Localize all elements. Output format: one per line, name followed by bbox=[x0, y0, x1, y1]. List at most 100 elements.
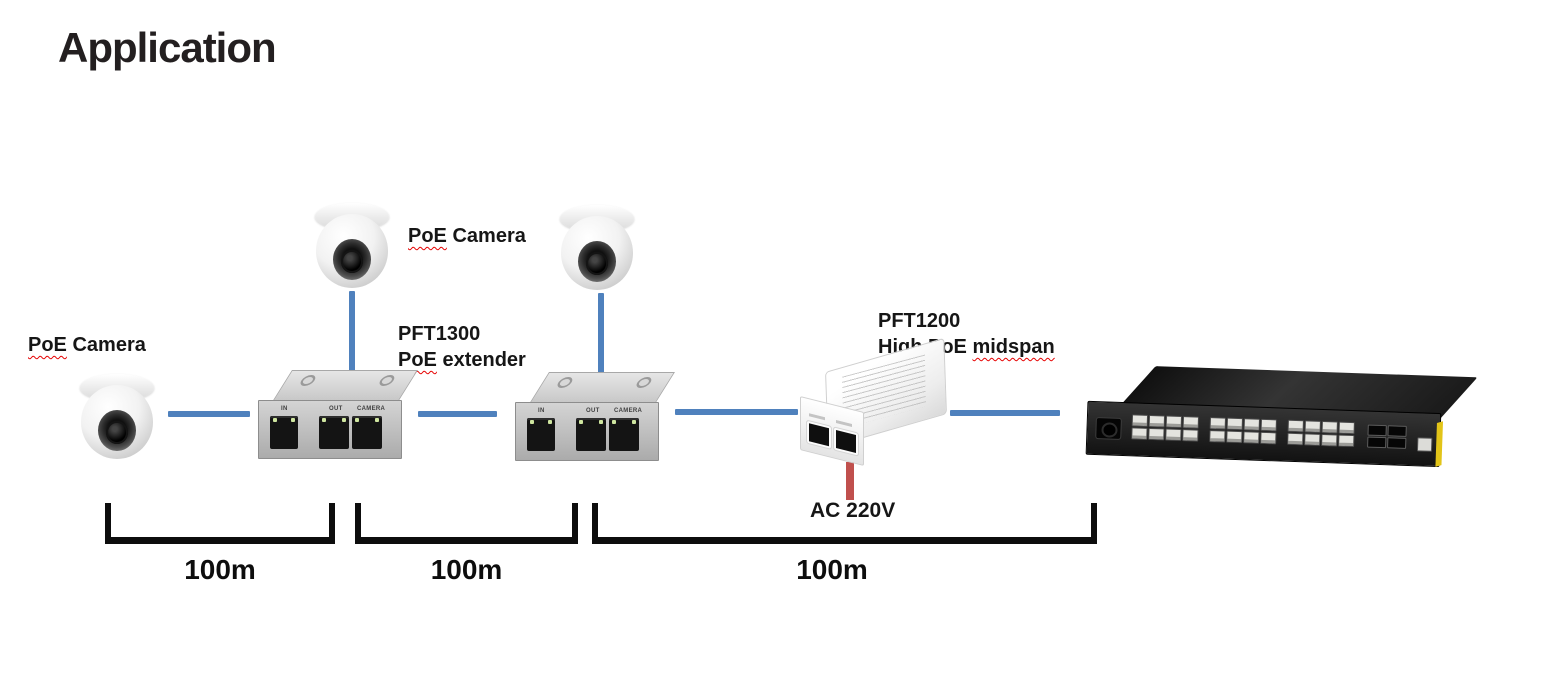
ethernet-port bbox=[1165, 428, 1182, 442]
ethernet-port bbox=[1338, 434, 1355, 448]
switch-port-group-2 bbox=[1209, 417, 1277, 445]
cable-camera1-to-extender1 bbox=[168, 411, 250, 417]
label-poe-camera-top-word2: Camera bbox=[452, 225, 526, 247]
label-poe-camera-top: PoE Camera bbox=[408, 223, 526, 249]
distance-bracket-2 bbox=[355, 503, 578, 544]
sfp-port bbox=[1367, 436, 1387, 449]
ethernet-port bbox=[1287, 432, 1304, 446]
label-poe-camera-left-word1: PoE bbox=[28, 334, 67, 356]
cable-extender2-to-midspan bbox=[675, 409, 798, 415]
rj45-port-camera bbox=[609, 418, 639, 451]
distance-label-3: 100m bbox=[796, 554, 868, 585]
port-led-icon bbox=[375, 418, 379, 422]
switch-console-port bbox=[1416, 437, 1433, 452]
port-led-icon bbox=[273, 418, 277, 422]
midspan-port-label-mark bbox=[836, 419, 852, 427]
extender-front-face: IN OUT CAMERA bbox=[515, 402, 659, 461]
network-switch bbox=[1085, 364, 1478, 473]
cable-midspan-to-switch bbox=[950, 410, 1060, 416]
ethernet-port bbox=[1148, 427, 1165, 441]
label-pft1300-desc: PoE extender bbox=[398, 347, 526, 373]
distance-label-1: 100m bbox=[184, 554, 256, 585]
port-led-icon bbox=[355, 418, 359, 422]
ethernet-port bbox=[1260, 418, 1277, 432]
port-label-in: IN bbox=[281, 406, 288, 412]
ethernet-port bbox=[1182, 416, 1200, 429]
label-ac-220v: AC 220V bbox=[810, 499, 896, 522]
port-led-icon bbox=[548, 420, 552, 424]
rj45-port-camera bbox=[352, 416, 382, 449]
cable-camera3-drop bbox=[598, 293, 604, 373]
camera-lens-icon bbox=[586, 251, 608, 276]
port-label-camera: CAMERA bbox=[357, 406, 386, 412]
extender-top-face bbox=[272, 370, 418, 402]
ethernet-port bbox=[1165, 415, 1183, 429]
poe-extender-2: IN OUT CAMERA bbox=[515, 372, 675, 461]
ethernet-port bbox=[1131, 427, 1148, 440]
cable-camera2-drop bbox=[349, 291, 355, 371]
label-pft1300-desc-word2: extender bbox=[442, 349, 526, 371]
rj45-port-in bbox=[270, 416, 298, 449]
screw-notch-icon bbox=[297, 375, 318, 386]
switch-front-face bbox=[1085, 400, 1444, 468]
rj45-port-in bbox=[527, 418, 555, 451]
ethernet-port bbox=[1260, 431, 1277, 445]
port-led-icon bbox=[612, 420, 616, 424]
midspan-poe-port bbox=[833, 426, 859, 457]
ethernet-port bbox=[1226, 430, 1243, 444]
screw-notch-icon bbox=[633, 377, 654, 388]
screw-notch-icon bbox=[376, 375, 397, 386]
ethernet-port bbox=[1131, 414, 1149, 427]
rj45-port-out bbox=[319, 416, 349, 449]
pft1200-midspan bbox=[798, 337, 952, 466]
ethernet-port bbox=[1209, 430, 1226, 443]
switch-accent-stripe bbox=[1435, 421, 1444, 467]
rj45-port-out bbox=[576, 418, 606, 451]
cable-extender1-to-extender2 bbox=[418, 411, 497, 417]
port-led-icon bbox=[342, 418, 346, 422]
sfp-port bbox=[1367, 424, 1387, 437]
ethernet-port bbox=[1304, 433, 1321, 446]
poe-extender-1: IN OUT CAMERA bbox=[258, 370, 418, 459]
switch-port-group-3 bbox=[1287, 419, 1355, 448]
label-pft1300-model: PFT1300 bbox=[398, 323, 481, 345]
label-pft1200-model: PFT1200 bbox=[878, 310, 961, 332]
switch-sfp-ports bbox=[1367, 424, 1407, 449]
label-pft1300-extender: PFT1300 PoE extender bbox=[398, 321, 526, 373]
ethernet-port bbox=[1321, 420, 1338, 434]
label-poe-camera-left-word2: Camera bbox=[72, 334, 146, 356]
port-led-icon bbox=[322, 418, 326, 422]
ethernet-port bbox=[1243, 431, 1260, 444]
distance-bracket-3 bbox=[592, 503, 1097, 544]
distance-bracket-1 bbox=[105, 503, 335, 544]
label-pft1300-desc-word1: PoE bbox=[398, 349, 437, 371]
extender-top-face bbox=[529, 372, 675, 404]
ethernet-port bbox=[1148, 414, 1166, 428]
poe-camera-1 bbox=[75, 374, 159, 464]
port-led-icon bbox=[599, 420, 603, 424]
ethernet-port bbox=[1182, 429, 1199, 442]
page-title: Application bbox=[58, 24, 277, 71]
label-poe-camera-left: PoE Camera bbox=[28, 332, 146, 358]
port-led-icon bbox=[530, 420, 534, 424]
distance-label-2: 100m bbox=[430, 554, 503, 585]
ethernet-port bbox=[1287, 419, 1304, 433]
port-label-out: OUT bbox=[329, 406, 343, 412]
extender-front-face: IN OUT CAMERA bbox=[258, 400, 402, 459]
power-line-ac bbox=[846, 462, 854, 500]
poe-camera-2 bbox=[310, 203, 394, 293]
label-pft1200-desc-word2: midspan bbox=[972, 336, 1055, 358]
midspan-data-port bbox=[806, 419, 832, 451]
ethernet-port bbox=[1226, 417, 1243, 431]
port-label-in: IN bbox=[538, 408, 545, 414]
switch-power-inlet bbox=[1095, 417, 1122, 440]
ethernet-port bbox=[1243, 418, 1260, 431]
ethernet-port bbox=[1338, 421, 1355, 435]
ethernet-port bbox=[1209, 417, 1227, 430]
sfp-port bbox=[1387, 425, 1407, 437]
poe-camera-3 bbox=[555, 205, 639, 295]
ethernet-port bbox=[1321, 433, 1338, 447]
sfp-port bbox=[1387, 437, 1407, 449]
midspan-port-label-mark bbox=[809, 413, 825, 421]
